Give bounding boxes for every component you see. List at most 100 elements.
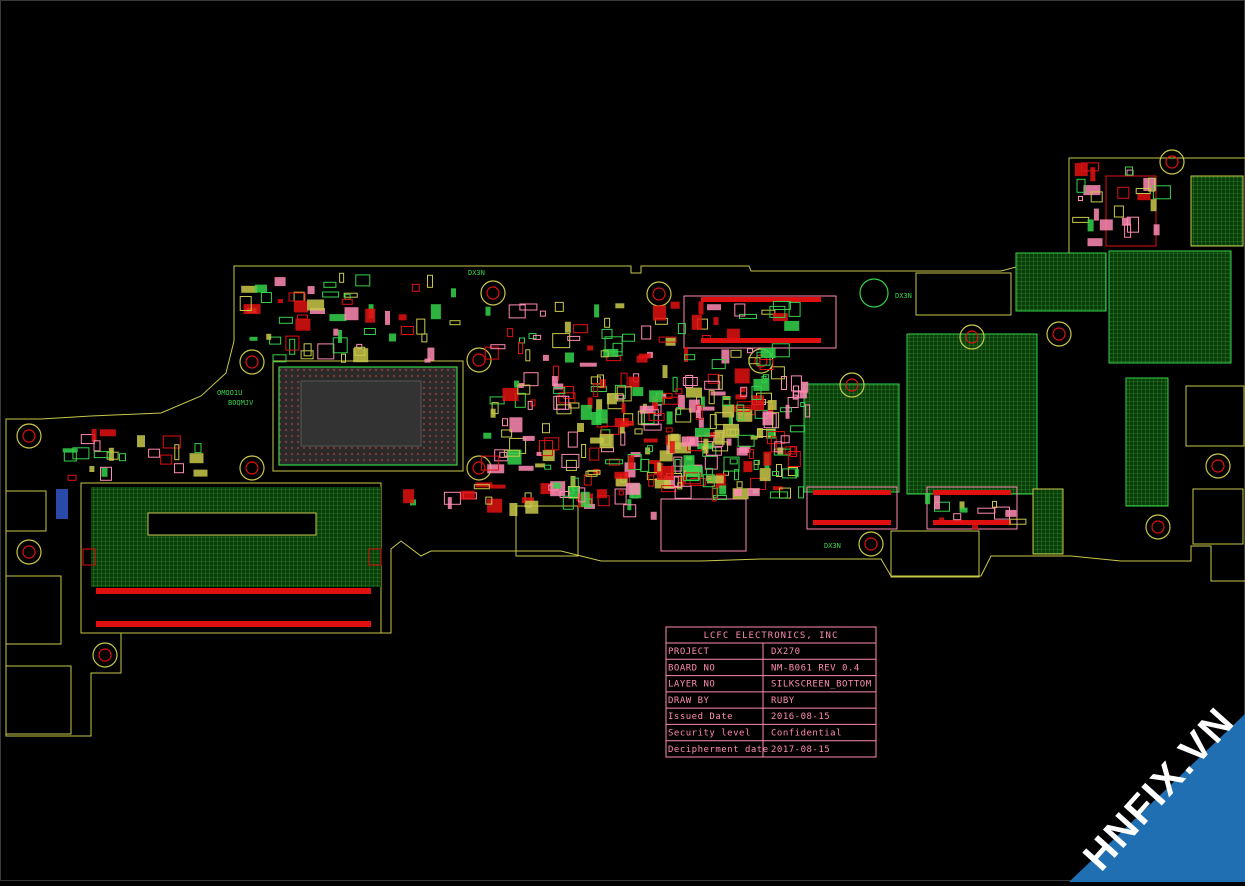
smd-part xyxy=(708,390,715,405)
smd-part xyxy=(542,423,550,434)
smd-part xyxy=(499,451,508,458)
smd-part xyxy=(522,497,534,504)
smd-part xyxy=(322,291,340,298)
smd-part xyxy=(99,429,116,437)
smd-part xyxy=(503,449,520,457)
smd-part xyxy=(714,429,725,445)
board-connector xyxy=(515,505,579,557)
smd-part xyxy=(637,410,645,425)
smd-part xyxy=(722,404,735,418)
smd-part xyxy=(590,437,605,444)
smd-part xyxy=(274,277,286,287)
title-block-label: Security level xyxy=(668,729,751,739)
smd-part xyxy=(424,358,431,363)
smd-part xyxy=(684,472,701,485)
title-block-value: DX270 xyxy=(771,647,801,657)
io-port xyxy=(5,490,47,532)
smd-part xyxy=(1121,217,1131,226)
smd-part xyxy=(709,414,717,430)
io-port xyxy=(1192,488,1244,545)
smd-part xyxy=(685,375,694,388)
smd-part xyxy=(1137,193,1151,201)
smd-part xyxy=(734,303,746,317)
smd-part xyxy=(756,351,771,366)
smd-part xyxy=(562,495,574,510)
smd-part xyxy=(597,374,604,388)
smd-part xyxy=(249,336,258,341)
smd-part xyxy=(925,493,931,505)
smd-part xyxy=(596,489,607,499)
smd-part xyxy=(675,388,683,395)
smd-part xyxy=(539,310,546,317)
smd-part xyxy=(747,348,753,354)
smd-part xyxy=(704,455,718,470)
smd-part xyxy=(662,396,679,405)
smd-part xyxy=(698,301,704,315)
smd-part xyxy=(953,513,962,521)
smd-part xyxy=(679,475,685,487)
smd-part xyxy=(726,438,732,446)
smd-part xyxy=(1150,199,1157,212)
smd-part xyxy=(787,451,801,467)
sodimm-slot xyxy=(80,482,382,634)
smd-part xyxy=(300,350,314,360)
smd-part xyxy=(540,483,555,495)
smd-part xyxy=(674,485,692,499)
smd-part xyxy=(698,417,704,428)
smd-part xyxy=(554,301,564,312)
smd-part xyxy=(740,387,746,393)
smd-part xyxy=(416,318,426,335)
smd-part xyxy=(332,337,348,354)
smd-part xyxy=(722,397,731,407)
smd-part xyxy=(1087,238,1103,247)
smd-part xyxy=(385,310,390,325)
board-connector xyxy=(806,486,898,530)
io-port xyxy=(56,489,68,519)
smd-part xyxy=(992,500,997,508)
board-connector xyxy=(890,530,980,578)
smd-part xyxy=(317,343,335,360)
board-connector xyxy=(683,295,837,349)
smd-part xyxy=(597,495,610,507)
passive-components xyxy=(62,162,1171,530)
smd-part xyxy=(748,357,761,365)
smd-part xyxy=(799,390,807,398)
smd-part xyxy=(770,366,785,380)
smd-part xyxy=(696,410,701,418)
smd-part xyxy=(568,486,579,499)
smd-part xyxy=(650,511,657,520)
smd-part xyxy=(509,503,518,516)
smd-part xyxy=(632,387,644,397)
smd-part xyxy=(570,475,576,488)
smd-part xyxy=(734,469,739,481)
smd-part xyxy=(702,474,715,488)
smd-part xyxy=(662,365,668,379)
silkscreen-label: BOQMJV xyxy=(228,399,254,407)
smd-part xyxy=(344,307,359,321)
board-outline xyxy=(5,157,1245,737)
smd-part xyxy=(648,474,655,487)
smd-part xyxy=(784,320,800,331)
smd-part xyxy=(530,399,536,407)
smd-part xyxy=(507,328,514,338)
smd-part xyxy=(579,362,597,367)
smd-part xyxy=(518,465,534,471)
smd-part xyxy=(490,484,506,489)
smd-part xyxy=(1090,191,1103,203)
smd-part xyxy=(735,394,747,400)
smd-part xyxy=(519,303,538,311)
smd-part xyxy=(411,283,420,292)
smd-part xyxy=(666,411,673,425)
smd-part xyxy=(260,292,272,303)
smd-part xyxy=(798,486,804,499)
smd-part xyxy=(63,451,77,462)
smd-part xyxy=(759,468,771,482)
smd-part xyxy=(502,418,508,427)
smd-part xyxy=(288,292,306,302)
smd-part xyxy=(189,453,204,464)
smd-part xyxy=(736,404,745,421)
smd-part xyxy=(527,400,533,410)
smd-part xyxy=(606,393,617,405)
